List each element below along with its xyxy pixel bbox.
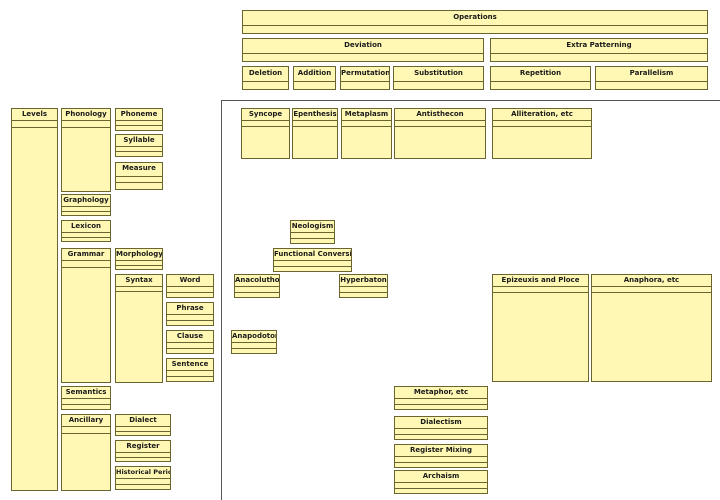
level-register: Register (115, 440, 171, 462)
level-ancillary: Ancillary (61, 414, 111, 491)
figure-epenthesis: Epenthesis (292, 108, 338, 159)
figure-register-mixing: Register Mixing (394, 444, 488, 468)
deviation-label: Deviation (344, 41, 382, 49)
figure-anapodoton: Anapodoton (231, 330, 277, 354)
level-syllable: Syllable (115, 134, 163, 157)
level-sentence: Sentence (166, 358, 214, 382)
figure-anaphora: Anaphora, etc (591, 274, 712, 382)
level-semantics: Semantics (61, 386, 111, 410)
figure-antisthecon: Antisthecon (394, 108, 486, 159)
operation-deletion: Deletion (242, 66, 289, 90)
level-word: Word (166, 274, 214, 298)
level-lexicon: Lexicon (61, 220, 111, 242)
figure-metaphor: Metaphor, etc (394, 386, 488, 410)
operations-header: Operations (242, 10, 708, 34)
figure-anacoluthon: Anacoluthon (234, 274, 280, 298)
level-clause: Clause (166, 330, 214, 354)
figure-archaism: Archaism (394, 470, 488, 494)
extra-patterning-label: Extra Patterning (566, 41, 632, 49)
level-phonology: Phonology (61, 108, 111, 192)
operation-parallelism: Parallelism (595, 66, 708, 90)
figure-syncope: Syncope (241, 108, 290, 159)
operation-substitution: Substitution (393, 66, 484, 90)
figure-neologism: Neologism (290, 220, 335, 244)
grid-horizontal-divider (221, 100, 720, 101)
level-morphology: Morphology (115, 248, 163, 270)
figure-alliteration: Alliteration, etc (492, 108, 592, 159)
deviation-header: Deviation (242, 38, 484, 62)
operation-repetition: Repetition (490, 66, 591, 90)
level-phrase: Phrase (166, 302, 214, 326)
figure-dialectism: Dialectism (394, 416, 488, 440)
figure-functional-conversion: Functional Conversion (273, 248, 352, 272)
figure-hyperbaton: Hyperbaton (339, 274, 388, 298)
extra-patterning-header: Extra Patterning (490, 38, 708, 62)
level-graphology: Graphology (61, 194, 111, 216)
level-syntax: Syntax (115, 274, 163, 383)
level-historical-period: Historical Period (115, 466, 171, 490)
levels-header: Levels (11, 108, 58, 491)
figure-metaplasm: Metaplasm (341, 108, 392, 159)
operation-permutation: Permutation (340, 66, 390, 90)
level-grammar: Grammar (61, 248, 111, 383)
level-dialect: Dialect (115, 414, 171, 436)
figure-epizeuxis-ploce: Epizeuxis and Ploce (492, 274, 589, 382)
operation-addition: Addition (293, 66, 336, 90)
operations-label: Operations (453, 13, 497, 21)
level-measure: Measure (115, 162, 163, 190)
level-phoneme: Phoneme (115, 108, 163, 131)
grid-vertical-divider (221, 100, 222, 500)
